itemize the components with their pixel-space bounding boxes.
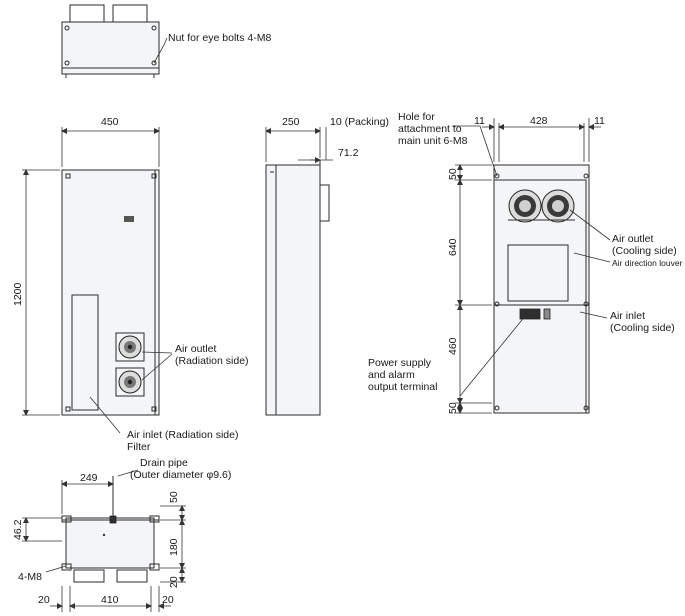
air-outlet-cool-label: Air outlet (612, 233, 654, 245)
air-inlet-cool-label: Air inlet (610, 310, 645, 322)
air-inlet-rad-label: Air inlet (Radiation side) (127, 429, 238, 441)
bottom-width-dim: 410 (101, 594, 119, 606)
front-view (61, 169, 173, 434)
bottom-view (61, 476, 160, 583)
bottom-offset-dim: 46.2 (12, 519, 24, 540)
air-outlet-rad-sub: (Radiation side) (175, 355, 249, 367)
front-height-dim: 1200 (12, 282, 24, 306)
rear-left-dim: 11 (474, 115, 485, 127)
drain-label-1: Drain pipe (140, 457, 188, 469)
drain-x-dim: 249 (80, 472, 98, 484)
rear-v4-dim: 50 (447, 402, 459, 414)
rear-v3-dim: 460 (447, 337, 459, 355)
power-label-3: output terminal (368, 381, 437, 393)
power-label-1: Power supply (368, 357, 432, 369)
power-label-2: and alarm (368, 369, 415, 381)
hole-label-3: main unit 6-M8 (398, 135, 468, 147)
top-view (61, 4, 168, 78)
air-outlet-cool-sub: (Cooling side) (612, 245, 677, 257)
bottom-left-dim: 20 (38, 594, 50, 606)
side-offset-dim: 71.2 (338, 147, 359, 159)
drain-label-2: (Outer diameter φ9.6) (130, 469, 231, 481)
bottom-bot-dim: 20 (168, 576, 180, 588)
rear-right-dim: 11 (594, 115, 605, 127)
eye-bolt-label: Nut for eye bolts 4-M8 (168, 32, 271, 44)
rear-view (452, 125, 611, 414)
louver-label: Air direction louver (612, 258, 683, 268)
filter-label: Filter (127, 441, 151, 453)
rear-width-dim: 428 (530, 115, 548, 127)
hole-label-2: attachment to (398, 123, 462, 135)
side-depth-dim: 250 (282, 116, 300, 128)
packing-dim: 10 (Packing) (330, 116, 389, 128)
air-inlet-cool-sub: (Cooling side) (610, 322, 675, 334)
m8-bottom-label: 4-M8 (18, 571, 42, 583)
side-view (265, 160, 330, 416)
air-outlet-rad-label: Air outlet (175, 343, 217, 355)
rear-v1-dim: 50 (447, 168, 459, 180)
rear-v2-dim: 640 (447, 238, 459, 256)
bottom-right-dim: 20 (162, 594, 174, 606)
front-width-dim: 450 (101, 116, 119, 128)
bottom-top-dim: 50 (168, 491, 180, 503)
bottom-mid-dim: 180 (168, 538, 180, 556)
hole-label-1: Hole for (398, 111, 435, 123)
